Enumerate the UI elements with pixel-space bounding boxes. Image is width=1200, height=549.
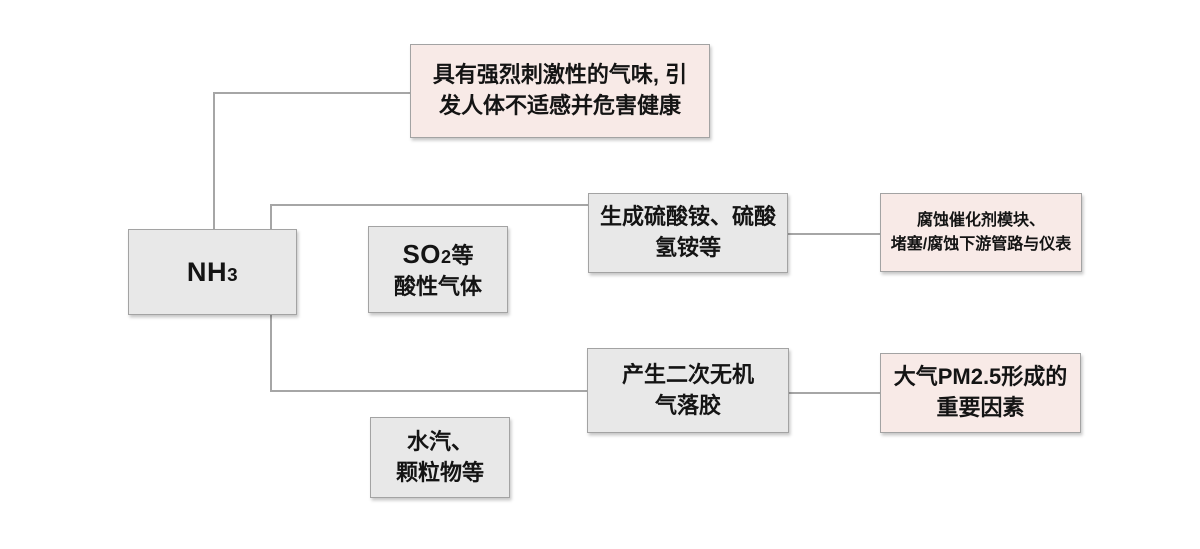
corrosion-text-line2: 堵塞/腐蚀下游管路与仪表	[890, 235, 1072, 253]
connector-nh3-odor-horizontal	[213, 92, 410, 94]
connector-aerosol-pm25	[789, 392, 880, 394]
pm25-text-line1: 大气PM2.5形成的	[893, 364, 1068, 390]
nh3-formula-subscript: 3	[227, 264, 239, 285]
connector-nh3-sulfate-horizontal	[270, 204, 588, 206]
so2-formula-prefix: SO	[402, 238, 441, 269]
odor-health-node: 具有强烈刺激性的气味, 引 发人体不适感并危害健康	[410, 44, 710, 138]
nh3-node: NH3	[128, 229, 297, 315]
corrosion-node: 腐蚀催化剂模块、 堵塞/腐蚀下游管路与仪表	[880, 193, 1082, 272]
connector-nh3-aerosol-vertical	[270, 315, 272, 390]
connector-nh3-sulfate-vertical	[270, 204, 272, 229]
so2-text-line2: 酸性气体	[393, 274, 482, 300]
vapor-particulate-node: 水汽、 颗粒物等	[370, 417, 510, 498]
aerosol-node: 产生二次无机 气落胶	[587, 348, 789, 433]
pm25-node: 大气PM2.5形成的 重要因素	[880, 353, 1081, 433]
aerosol-text-line1: 产生二次无机	[621, 361, 754, 387]
connector-sulfate-corrosion	[788, 233, 880, 235]
odor-text-line2: 发人体不适感并危害健康	[438, 93, 681, 118]
connector-nh3-odor-vertical	[213, 92, 215, 229]
vapor-text-line2: 颗粒物等	[395, 459, 484, 485]
aerosol-text-line2: 气落胶	[654, 392, 721, 418]
sulfate-text-line1: 生成硫酸铵、硫酸	[599, 204, 776, 230]
corrosion-text-line1: 腐蚀催化剂模块、	[916, 212, 1045, 230]
nh3-label: NH3	[187, 253, 238, 291]
sulfate-text-line2: 氢铵等	[654, 235, 721, 260]
pm25-text-line2: 重要因素	[936, 395, 1025, 420]
nh3-formula-prefix: NH	[186, 256, 228, 287]
so2-acid-gas-node: SO2等 酸性气体	[368, 226, 508, 313]
connector-nh3-aerosol-horizontal	[270, 390, 587, 392]
so2-formula-subscript: 2	[440, 246, 452, 267]
odor-text-line1: 具有强烈刺激性的气味, 引	[432, 62, 688, 88]
sulfate-node: 生成硫酸铵、硫酸 氢铵等	[588, 193, 788, 273]
so2-label: SO2等	[402, 236, 473, 272]
so2-suffix: 等	[451, 242, 474, 268]
vapor-text-line1: 水汽、	[406, 428, 473, 454]
